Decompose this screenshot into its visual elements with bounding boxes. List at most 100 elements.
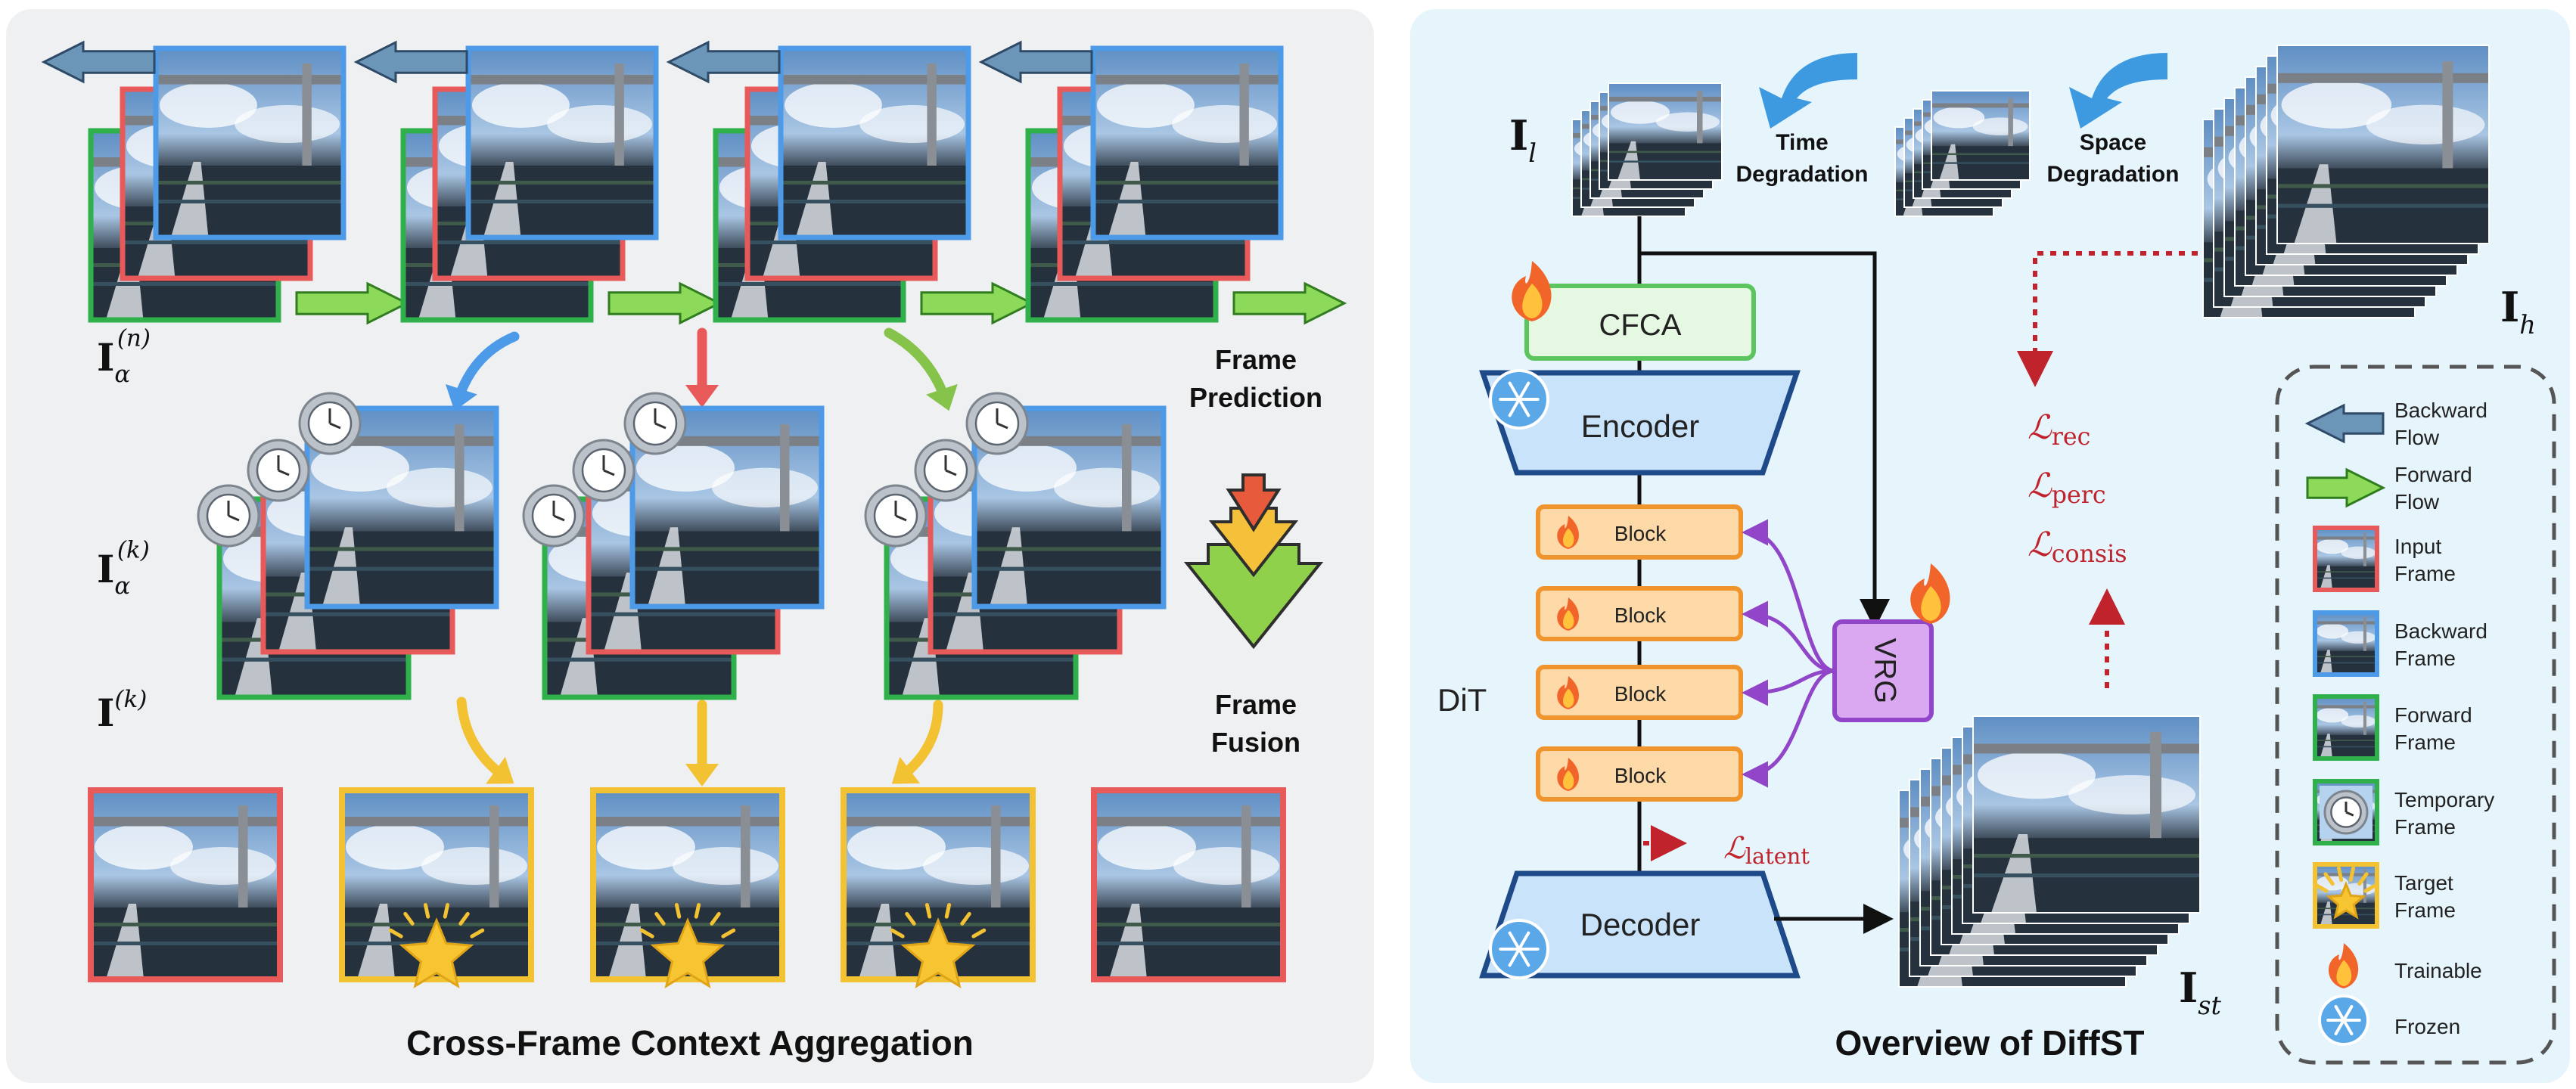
star-ray <box>458 911 470 926</box>
encoder-label: Encoder <box>1581 408 1699 444</box>
backward-frame <box>629 405 825 610</box>
frame-border <box>304 405 499 610</box>
clock-hand <box>278 469 290 476</box>
frame-border <box>841 787 1036 982</box>
backward-frame <box>465 45 659 240</box>
clock-hand <box>553 514 565 522</box>
star-ray <box>2323 872 2335 886</box>
forward-frame-icon <box>2313 694 2379 761</box>
legend-label: Input <box>2394 535 2441 558</box>
clock-hand <box>945 469 957 476</box>
dit-block: Block <box>1536 504 1743 560</box>
legend-label: Trainable <box>2394 959 2482 982</box>
star-ray <box>710 911 721 926</box>
flame-inner <box>1522 284 1543 318</box>
backward-frame <box>1090 45 1284 240</box>
dit-block: Block <box>1536 586 1743 641</box>
clock-icon <box>864 484 928 548</box>
frame-fusion-label: Fusion <box>1211 727 1300 758</box>
flame-icon <box>1557 676 1580 709</box>
forward-flow-arrow <box>607 281 722 325</box>
frame-image <box>2315 697 2377 759</box>
frame-border <box>2313 610 2379 677</box>
fusion-to-target-arrow <box>456 697 514 784</box>
curve-head <box>685 764 719 786</box>
hr-frame <box>2276 45 2490 244</box>
frame-fusion-label: Frame <box>1215 689 1297 720</box>
snowflake-arm <box>2334 1004 2354 1036</box>
encoder-block <box>1479 370 1801 476</box>
star-ray <box>388 928 403 939</box>
flame-icon <box>1557 758 1580 791</box>
time-degradation-label: Time <box>1776 130 1828 155</box>
frame-border <box>2313 862 2379 929</box>
backward-frame <box>304 405 499 610</box>
input-lr-stack <box>1571 82 1723 217</box>
snowflake-icon <box>2318 994 2369 1046</box>
frame-prediction-stack <box>400 45 659 323</box>
fusion-to-target-arrow <box>685 700 719 786</box>
frame-border <box>971 405 1167 610</box>
curve-head <box>445 384 477 411</box>
flow-to-aggregation-arrow <box>884 327 958 411</box>
lr-frame <box>1608 82 1723 181</box>
fusion-arrow-yellow <box>1208 507 1299 578</box>
star-ray <box>470 928 485 939</box>
flame-icon <box>1557 516 1580 549</box>
legend-label: Flow <box>2394 490 2440 513</box>
forward-flow-arrow <box>295 281 410 325</box>
target-frame-image <box>590 787 785 982</box>
frame-border <box>629 405 825 610</box>
dit-block-label: Block <box>1614 603 1667 627</box>
frame-prediction-stack <box>1025 45 1284 323</box>
dit-block: Block <box>1536 746 1743 802</box>
clock-icon <box>914 439 977 502</box>
frame-image <box>1931 91 2030 180</box>
legend-label: Flow <box>2394 426 2440 449</box>
legend-label: Frame <box>2394 815 2456 839</box>
star-ray <box>2357 872 2369 886</box>
symbol-i-st: Ist <box>2179 963 2221 1020</box>
clock-icon <box>197 484 260 548</box>
curve-head <box>926 383 958 411</box>
dit-block-label: Block <box>1614 522 1667 545</box>
curve-head <box>891 756 921 784</box>
backward-frame-icon <box>2313 610 2379 677</box>
star-icon <box>639 903 736 988</box>
vrg-arrow <box>1742 600 1835 673</box>
legend-label: Frame <box>2394 731 2456 754</box>
mid-frame <box>1931 90 2031 181</box>
star-ray <box>944 903 952 919</box>
loss-consis: ℒconsis <box>2028 526 2127 568</box>
target-frame-image <box>339 787 534 982</box>
symbol-i-alpha-n: Iα(n) <box>97 325 151 389</box>
legend: BackwardFlowForwardFlowInputFrameBackwar… <box>2275 365 2556 1065</box>
backward-frame <box>778 45 971 240</box>
legend-label: Temporary <box>2394 788 2494 811</box>
symbol-i-h: Ih <box>2500 283 2536 340</box>
fusion-arrow-red <box>1226 473 1282 532</box>
frame-image <box>2315 613 2377 675</box>
frame-image <box>1608 83 1722 180</box>
star-shape <box>399 917 474 988</box>
cross-frame-context-aggregation: FramePredictionIα(n)Iα(k)I(k)FrameFusion… <box>41 40 1347 1063</box>
input-hr-stack <box>2202 45 2490 318</box>
star-icon <box>890 903 987 988</box>
clock-icon <box>298 392 362 455</box>
time-degradation-label: Degradation <box>1735 162 1868 187</box>
clock-icon <box>2323 790 2369 835</box>
dit-block-label: Block <box>1614 764 1667 787</box>
curve-head <box>685 385 719 408</box>
flame-inner <box>1562 688 1574 708</box>
frame-border <box>2276 45 2490 244</box>
input-frame <box>1091 787 1286 982</box>
star-ray <box>654 911 666 926</box>
star-shape <box>2326 881 2366 920</box>
forward-flow-arrow <box>1232 281 1347 325</box>
star-ray <box>890 928 905 939</box>
vrg-arrow <box>1742 669 1835 706</box>
frame-border <box>1608 82 1723 181</box>
right-panel-caption: Overview of DiffST <box>1835 1023 2145 1063</box>
